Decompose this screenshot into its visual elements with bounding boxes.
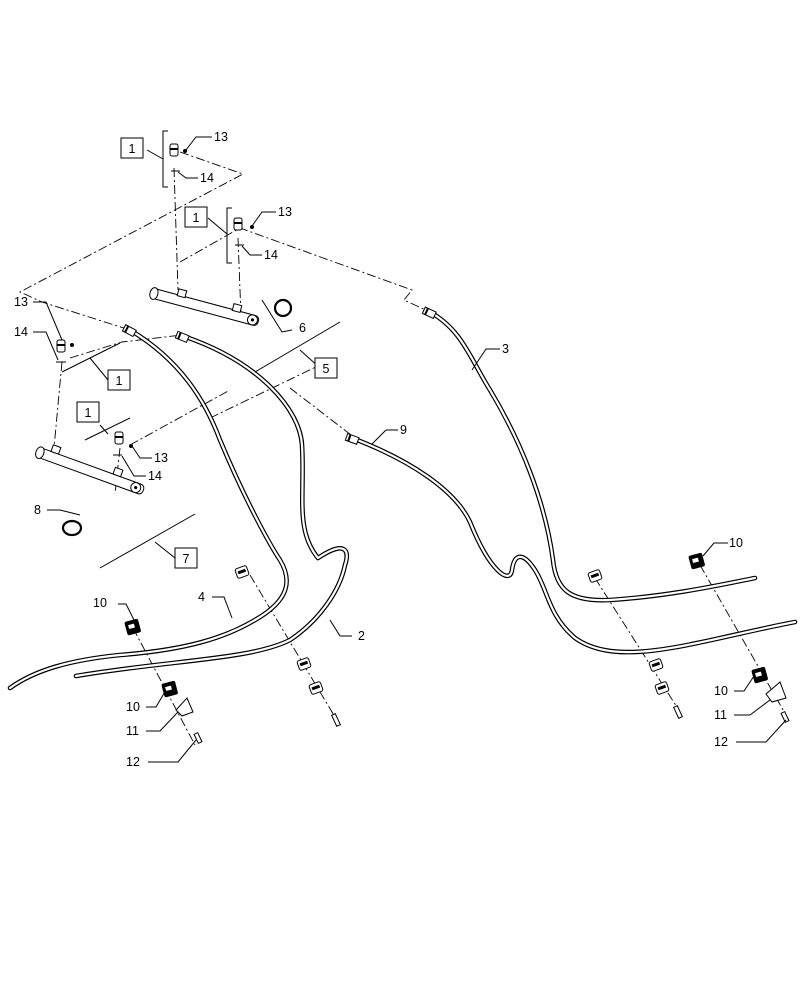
o-ring-6 — [273, 298, 293, 318]
callout-box-7: 7 — [174, 547, 198, 569]
upper-hydraulic-cylinder — [149, 287, 260, 326]
callout-14-a: 14 — [200, 171, 214, 185]
callout-8: 8 — [34, 503, 41, 517]
hose-end-fittings — [121, 306, 437, 445]
callout-13-c: 13 — [14, 295, 28, 309]
callout-14-b: 14 — [264, 248, 278, 262]
callout-numbers: 13 14 13 14 13 14 13 14 6 8 3 9 4 2 10 1… — [14, 130, 743, 769]
callout-12-right: 12 — [714, 735, 728, 749]
callout-4: 4 — [198, 590, 205, 604]
callout-11-right: 11 — [714, 708, 727, 722]
callout-3: 3 — [502, 342, 509, 356]
fitting-group-a — [169, 143, 187, 172]
center-lines — [18, 151, 791, 746]
callout-box-1-c: 1 — [107, 369, 131, 391]
svg-text:1: 1 — [193, 211, 200, 225]
lower-hydraulic-cylinder — [35, 444, 145, 495]
callout-box-1-d: 1 — [76, 401, 100, 423]
callout-9: 9 — [400, 423, 407, 437]
hose-2 — [73, 333, 349, 679]
svg-text:1: 1 — [85, 406, 92, 420]
callout-10-left-bottom: 10 — [126, 700, 140, 714]
callout-10-left-top: 10 — [93, 596, 107, 610]
callout-14-c: 14 — [14, 325, 28, 339]
svg-text:7: 7 — [183, 552, 190, 566]
fitting-group-d — [113, 431, 133, 456]
svg-text:1: 1 — [129, 142, 136, 156]
callout-11-left: 11 — [126, 724, 139, 738]
callout-box-1-a: 1 — [120, 137, 144, 159]
hose-3 — [427, 309, 758, 603]
fitting-group-c — [56, 339, 74, 363]
callout-6: 6 — [299, 321, 306, 335]
svg-text:5: 5 — [323, 362, 330, 376]
callout-13-d: 13 — [154, 451, 168, 465]
brackets — [124, 552, 790, 745]
callout-10-right-bottom: 10 — [714, 684, 728, 698]
fitting-group-b — [233, 217, 254, 246]
hose-4 — [7, 327, 289, 691]
callout-box-5: 5 — [314, 357, 338, 379]
callout-13-b: 13 — [278, 205, 292, 219]
callout-box-1-b: 1 — [184, 206, 208, 228]
callout-10-right-top: 10 — [729, 536, 743, 550]
callout-2: 2 — [358, 629, 365, 643]
kit-bracket-lines — [61, 130, 341, 569]
callout-14-d: 14 — [148, 469, 162, 483]
callout-12-left: 12 — [126, 755, 140, 769]
clamps — [234, 565, 684, 727]
leader-lines — [33, 136, 787, 763]
callout-13-a: 13 — [214, 130, 228, 144]
hose-9 — [349, 435, 798, 655]
svg-text:1: 1 — [116, 374, 123, 388]
o-ring-8 — [61, 519, 83, 537]
